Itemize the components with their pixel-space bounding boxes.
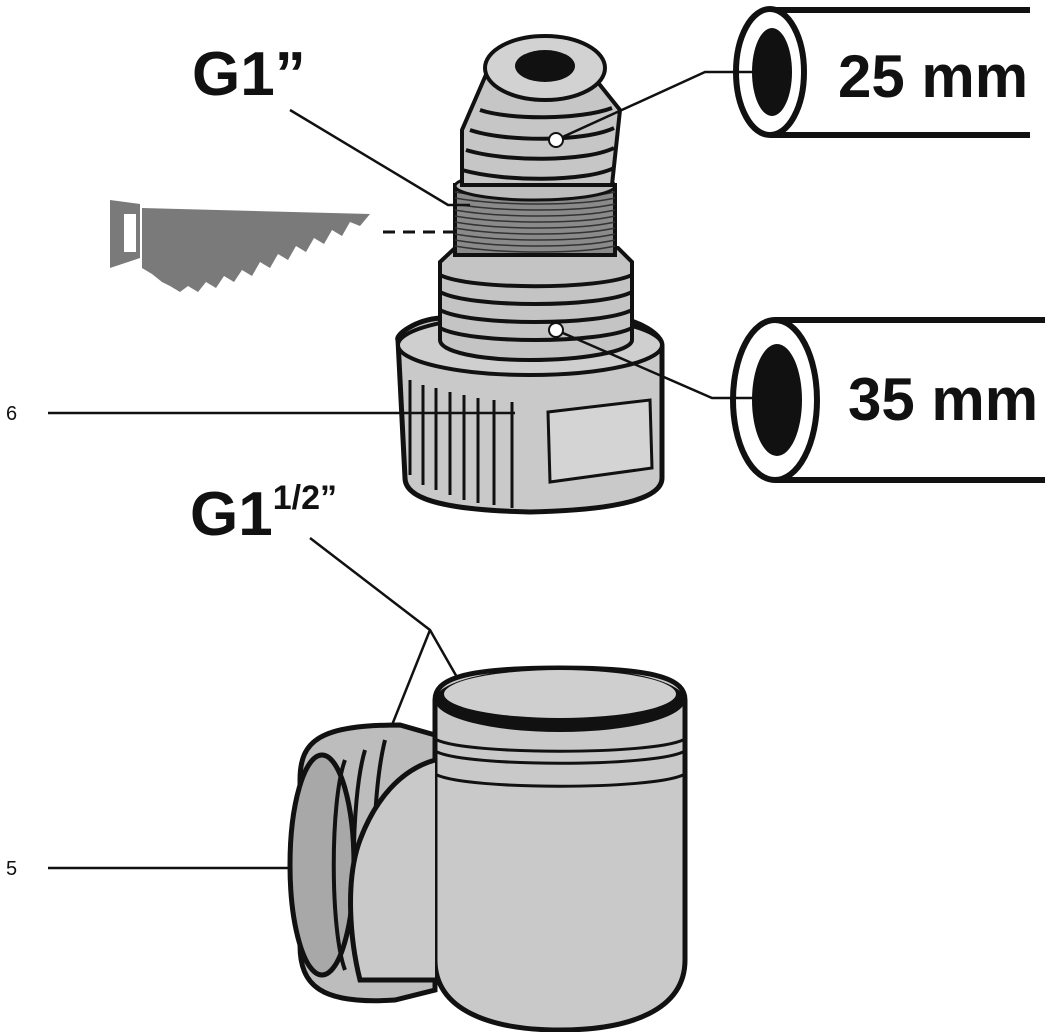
leader-dot <box>548 132 564 148</box>
part-number-6: 6 <box>6 403 17 425</box>
saw-icon <box>110 200 370 292</box>
elbow-fitting <box>287 665 688 1032</box>
thread-label-g1: G1” <box>192 40 306 109</box>
leader-dot <box>548 322 564 338</box>
hose-label-25mm: 25 mm <box>838 43 1028 110</box>
thread-label-g1-1-2: G11/2” <box>190 479 337 549</box>
part-number-5: 5 <box>6 858 17 880</box>
hose-label-35mm: 35 mm <box>848 366 1038 433</box>
hose-35mm <box>730 317 1045 483</box>
hose-adapter <box>395 34 665 515</box>
